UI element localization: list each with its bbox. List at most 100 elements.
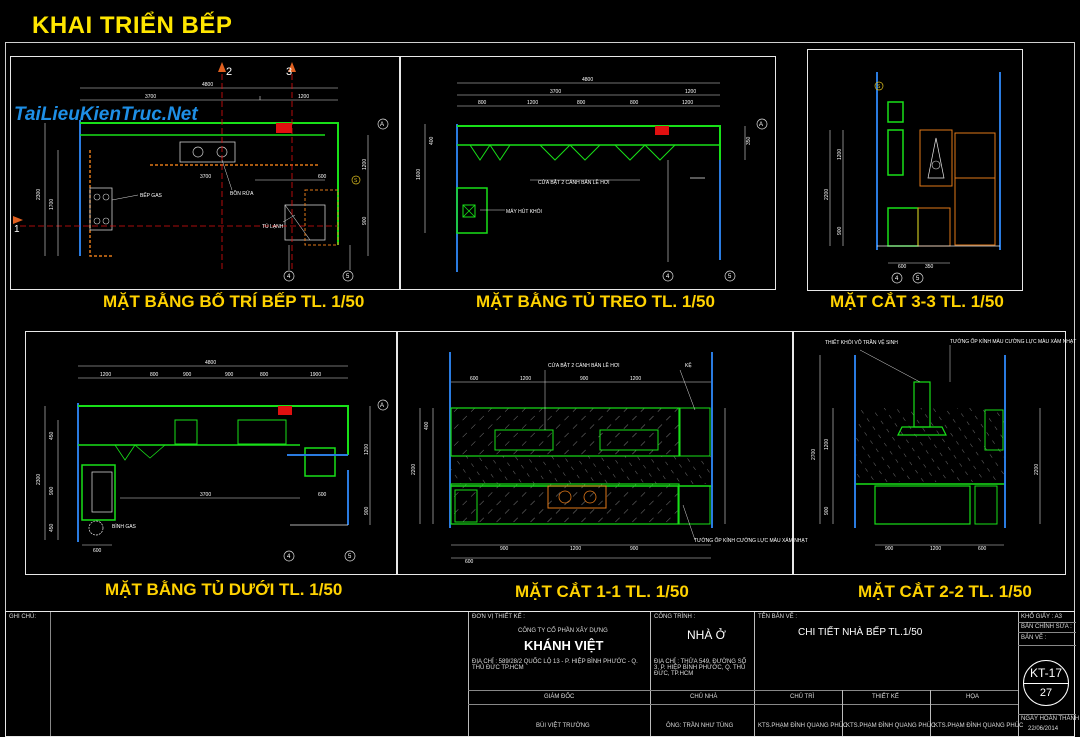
marker-sec1: 1 <box>14 224 20 235</box>
label-hood: THIẾT KHÓI VỖ TRẦN VỆ SINH <box>825 338 898 346</box>
dim-a: 3700 <box>145 94 156 100</box>
owner-name: ÔNG: TRẦN NHƯ TÙNG <box>666 723 734 729</box>
dim-h: 2200 <box>411 464 417 475</box>
dim-r2: 900 <box>364 506 370 515</box>
sect-22-drawing <box>819 345 1041 546</box>
dim-mid: 3700 <box>200 492 211 498</box>
dim-s2: 1200 <box>527 100 538 106</box>
designer-label: ĐƠN VỊ THIẾT KẾ : <box>472 614 525 620</box>
dim-b5: 900 <box>630 546 639 552</box>
sheet-code: KT-17 <box>1029 666 1062 680</box>
marker-ax5: 5 <box>916 276 920 282</box>
dim-a: 900 <box>824 506 830 515</box>
plan-upper-drawing <box>424 82 768 282</box>
dim-b2: 1200 <box>520 376 531 382</box>
notes-label: GHI CHÚ: <box>9 614 36 620</box>
sheet-code-box: KT-17 27 <box>1023 660 1069 706</box>
marker-ax4: 4 <box>895 276 899 282</box>
project-address: ĐỊA CHỈ : THỬA 549, ĐƯỜNG SỐ 3, P. HIỆP … <box>654 659 747 677</box>
dim-a2: 900 <box>885 546 894 552</box>
label-sink: BỒN RỬA <box>230 190 254 197</box>
dim-b: 1200 <box>685 89 696 95</box>
panel-plan-lower <box>25 331 397 575</box>
dim-s5: 1200 <box>682 100 693 106</box>
company-address: ĐỊA CHỈ : 589/28/2 QUỐC LỘ 13 - P. HIỆP … <box>472 659 638 671</box>
dim-r1: 1200 <box>364 444 370 455</box>
label-shelf: KỆ <box>685 361 692 369</box>
dim-i: 900 <box>362 216 368 225</box>
marker-ax5: 5 <box>728 274 732 280</box>
dim-d: 350 <box>925 264 934 270</box>
label-door: CỬA BẬT 2 CÁNH BẢN LỀ HƠI <box>548 362 620 369</box>
dim-s2: 800 <box>150 372 159 378</box>
marker-sec3: 3 <box>286 66 292 78</box>
dim-g: 1700 <box>49 199 55 210</box>
date-label: NGÀY HOÀN THÀNH <box>1021 716 1080 722</box>
dim-c: 1200 <box>837 149 843 160</box>
dim-s6: 1900 <box>310 372 321 378</box>
sheet-no-label: BẢN VẼ : <box>1021 635 1047 641</box>
caption-sect-11: MẶT CẮT 1-1 TL. 1/50 <box>515 582 689 601</box>
project-name: NHÀ Ở <box>687 628 726 642</box>
dim-s3: 900 <box>183 372 192 378</box>
plan-upper-text: 4800 3700 1200 800 1200 800 800 1200 160… <box>416 77 763 280</box>
marker-axA: A <box>759 122 763 128</box>
dim-s5: 800 <box>260 372 269 378</box>
dim-c: 3700 <box>200 174 211 180</box>
label-tile: TƯỜNG ỐP KÍNH MÀU CƯỜNG LỰC MÀU XÁM NHẠT <box>950 338 1076 345</box>
drawings-svg: 4 800 3700 1200 3700 600 2300 1700 1200 9… <box>13 62 1076 565</box>
dim-a: 900 <box>837 226 843 235</box>
plan-layout-text: 4800 3700 1200 3700 600 2300 1700 1200 9… <box>14 66 384 280</box>
dim-h: 1200 <box>362 159 368 170</box>
marker-ax4: 4 <box>287 554 291 560</box>
plan-lower-text: 4800 1200 800 900 900 800 1900 3700 600 … <box>36 360 384 560</box>
dim-a: 3700 <box>550 89 561 95</box>
design-label: THIẾT KẾ <box>872 694 899 700</box>
dim-b4b: 1200 <box>570 546 581 552</box>
design-name: KTS.PHẠM ĐÌNH QUANG PHÚC <box>846 723 936 729</box>
dim-s3: 800 <box>577 100 586 106</box>
dim-bottom: 600 <box>93 548 102 554</box>
plan-lower-drawing <box>44 365 389 562</box>
dim-f: 2300 <box>36 189 42 200</box>
marker-axA: A <box>380 122 384 128</box>
panel-plan-layout <box>10 56 400 290</box>
project-label: CÔNG TRÌNH : <box>654 614 696 620</box>
dim-r1: 350 <box>746 136 752 145</box>
sect-11-drawing <box>419 352 726 559</box>
dim-h: 2200 <box>824 189 830 200</box>
dim-b: 600 <box>898 264 907 270</box>
sect-33-text: 2200 900 1200 600 350 S 4 5 <box>824 84 934 282</box>
dim-l2: 900 <box>49 486 55 495</box>
panel-sect-22 <box>793 331 1066 575</box>
dim-s1: 1200 <box>100 372 111 378</box>
panel-sect-11 <box>397 331 793 575</box>
dim-h: 2700 <box>811 449 817 460</box>
dim-left: 1600 <box>416 169 422 180</box>
dim-l1: 450 <box>49 431 55 440</box>
sect-11-text: 2200 400 600 1200 900 1200 1200 900 900 … <box>411 361 808 565</box>
dim-b6: 600 <box>465 559 474 565</box>
marker-axS: S <box>354 178 358 184</box>
dim-b: 1200 <box>824 439 830 450</box>
draw-label: HỌA <box>966 694 980 700</box>
watermark-logo: TaiLieuKienTruc.Net <box>14 104 198 125</box>
marker-axA: A <box>380 403 384 409</box>
sheet-number: 27 <box>1039 687 1053 699</box>
revision-label: BẢN CHỈNH SỬA : <box>1021 624 1072 630</box>
dim-b4: 1200 <box>630 376 641 382</box>
director-label: GIÁM ĐỐC <box>544 694 575 700</box>
dim-b3b: 900 <box>500 546 509 552</box>
label-tile: TƯỜNG ỐP KÍNH CƯỜNG LỰC MÀU XÁM NHẠT <box>694 537 808 544</box>
panel-sect-33 <box>807 49 1023 291</box>
caption-plan-layout: MẶT BẰNG BỐ TRÍ BẾP TL. 1/50 <box>103 292 365 311</box>
company-name: KHÁNH VIỆT <box>524 638 604 653</box>
caption-sect-33: MẶT CẮT 3-3 TL. 1/50 <box>830 292 1004 311</box>
owner-label: CHỦ NHÀ <box>690 694 718 700</box>
dim-c: 600 <box>318 492 327 498</box>
sect-33-drawing <box>829 72 1001 284</box>
dim-c: 600 <box>978 546 987 552</box>
panel-plan-upper <box>400 56 776 290</box>
marker-axS: S <box>877 84 881 90</box>
